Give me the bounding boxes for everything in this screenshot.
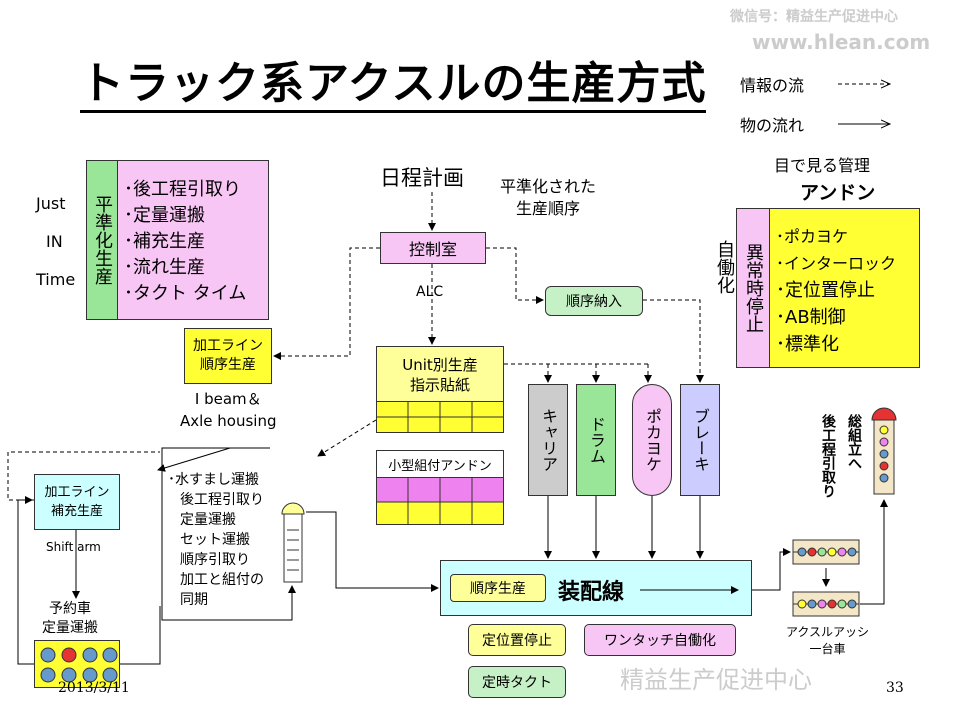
unit-card-grid bbox=[376, 401, 504, 433]
rack-to-tower bbox=[860, 499, 888, 605]
visual-mgmt-title: 目で見る管理 bbox=[774, 156, 871, 175]
visual-list: ･ポカヨケ ･インターロック ･定位置停止 ･AB制御 ･標準化 bbox=[769, 208, 920, 368]
reserve-loop bbox=[17, 496, 34, 665]
axle-rack-bottom-icon bbox=[792, 588, 860, 620]
leveled-order-note: 平準化された 生産順序 bbox=[500, 177, 597, 218]
footer-watermark: 精益生产促进中心 bbox=[620, 666, 812, 694]
water-item: 定量運搬 bbox=[180, 512, 236, 528]
legend-goods-label: 物の流れ bbox=[740, 116, 805, 135]
visual-item: ･インターロック bbox=[776, 254, 897, 273]
cart-to-assembly bbox=[306, 511, 439, 592]
axle-rack-top-icon bbox=[792, 536, 860, 568]
page-title: トラック系アクスルの生産方式 bbox=[80, 58, 707, 113]
to-final-assembly: 総組立へ bbox=[846, 414, 862, 470]
sequence-delivery: 順序納入 bbox=[545, 286, 643, 316]
date-label: 2013/3/11 bbox=[58, 680, 130, 696]
sequence-production: 順序生産 bbox=[450, 574, 546, 602]
reserve-vehicle-board bbox=[34, 640, 120, 688]
control-to-machining bbox=[273, 247, 380, 360]
drum-column: ドラム bbox=[576, 384, 616, 496]
water-item: 加工と組付の 同期 bbox=[180, 572, 264, 608]
replenish-loop bbox=[7, 451, 160, 501]
schedule-title: 日程計画 bbox=[380, 166, 464, 190]
small-andon-board bbox=[376, 477, 504, 525]
axle-assy-cart-label: アクスルアッシ 一台車 bbox=[786, 625, 870, 656]
abnormal-stop-label: 異常時停止 bbox=[736, 208, 770, 368]
jit-item: ･補充生産 bbox=[124, 231, 205, 252]
fixed-takt: 定時タクト bbox=[468, 666, 566, 698]
one-touch-jidoka: ワンタッチ自働化 bbox=[584, 624, 736, 656]
brake-column: ブレーキ bbox=[680, 384, 720, 496]
url-watermark: www.hlean.com bbox=[752, 30, 931, 54]
water-item: 順序引取り bbox=[180, 552, 250, 568]
jit-item: ･タクト タイム bbox=[124, 283, 247, 304]
assembly-line-label: 装配線 bbox=[558, 580, 625, 605]
reserve-label: 予約車 定量運搬 bbox=[42, 601, 98, 636]
unit-instruction-box: Unit別生産 指示貼紙 bbox=[376, 346, 504, 402]
andon-label: アンドン bbox=[800, 182, 876, 204]
unit-to-water bbox=[317, 419, 377, 457]
water-item: セット運搬 bbox=[180, 532, 250, 548]
control-room: 控制室 bbox=[380, 232, 486, 264]
downstream-pull: 後工程引取り bbox=[820, 414, 836, 498]
reserve-to-water bbox=[120, 606, 161, 665]
water-item: ･水すまし運搬 bbox=[168, 472, 259, 488]
visual-item: ･定位置停止 bbox=[776, 280, 875, 301]
leveling-label: 平準化生産 bbox=[86, 160, 118, 320]
replenish-box: 加工ライン 補充生産 bbox=[34, 474, 120, 530]
bracket-top-arrow bbox=[157, 447, 231, 472]
legend-info-label: 情報の流 bbox=[740, 76, 805, 95]
ibeam-label: I beam＆ Axle housing bbox=[180, 390, 277, 430]
machining-sequence-box: 加工ライン 順序生産 bbox=[184, 328, 272, 384]
cart-icon bbox=[280, 500, 306, 584]
shift-arm-label: Shift arm bbox=[46, 540, 101, 554]
jit-list: ･後工程引取り ･定量運搬 ･補充生産 ･流れ生産 ･タクト タイム bbox=[117, 160, 269, 320]
visual-item: ･AB制御 bbox=[776, 307, 846, 328]
wechat-watermark: 微信号：精益生产促进中心 bbox=[730, 9, 898, 25]
alc-label: ALC bbox=[416, 284, 444, 300]
jit-item: ･定量運搬 bbox=[124, 205, 205, 226]
water-spider-list: ･水すまし運搬 後工程引取り 定量運搬 セット運搬 順序引取り 加工と組付の 同… bbox=[168, 470, 264, 610]
water-item: 後工程引取り bbox=[180, 492, 264, 508]
pokayoke-column: ポカヨケ bbox=[632, 384, 672, 496]
jidoka-label: 自働化 bbox=[714, 240, 735, 294]
jit-time: Time bbox=[36, 270, 76, 289]
fixed-position-stop: 定位置停止 bbox=[468, 624, 566, 656]
water-bracket bbox=[161, 447, 296, 621]
jit-just: Just bbox=[36, 194, 66, 213]
visual-item: ･標準化 bbox=[776, 334, 839, 355]
page-number: 33 bbox=[886, 680, 904, 696]
control-to-delivery bbox=[486, 247, 544, 304]
jit-item: ･流れ生産 bbox=[124, 257, 205, 278]
jit-item: ･後工程引取り bbox=[124, 179, 241, 200]
carrier-column: キャリア bbox=[528, 384, 568, 496]
jit-in: IN bbox=[46, 232, 63, 251]
signal-tower-icon bbox=[870, 406, 898, 496]
line-to-rack bbox=[752, 548, 791, 591]
small-andon-label: 小型組付アンドン bbox=[376, 450, 504, 478]
delivery-to-brake bbox=[643, 299, 704, 383]
visual-item: ･ポカヨケ bbox=[776, 227, 849, 246]
